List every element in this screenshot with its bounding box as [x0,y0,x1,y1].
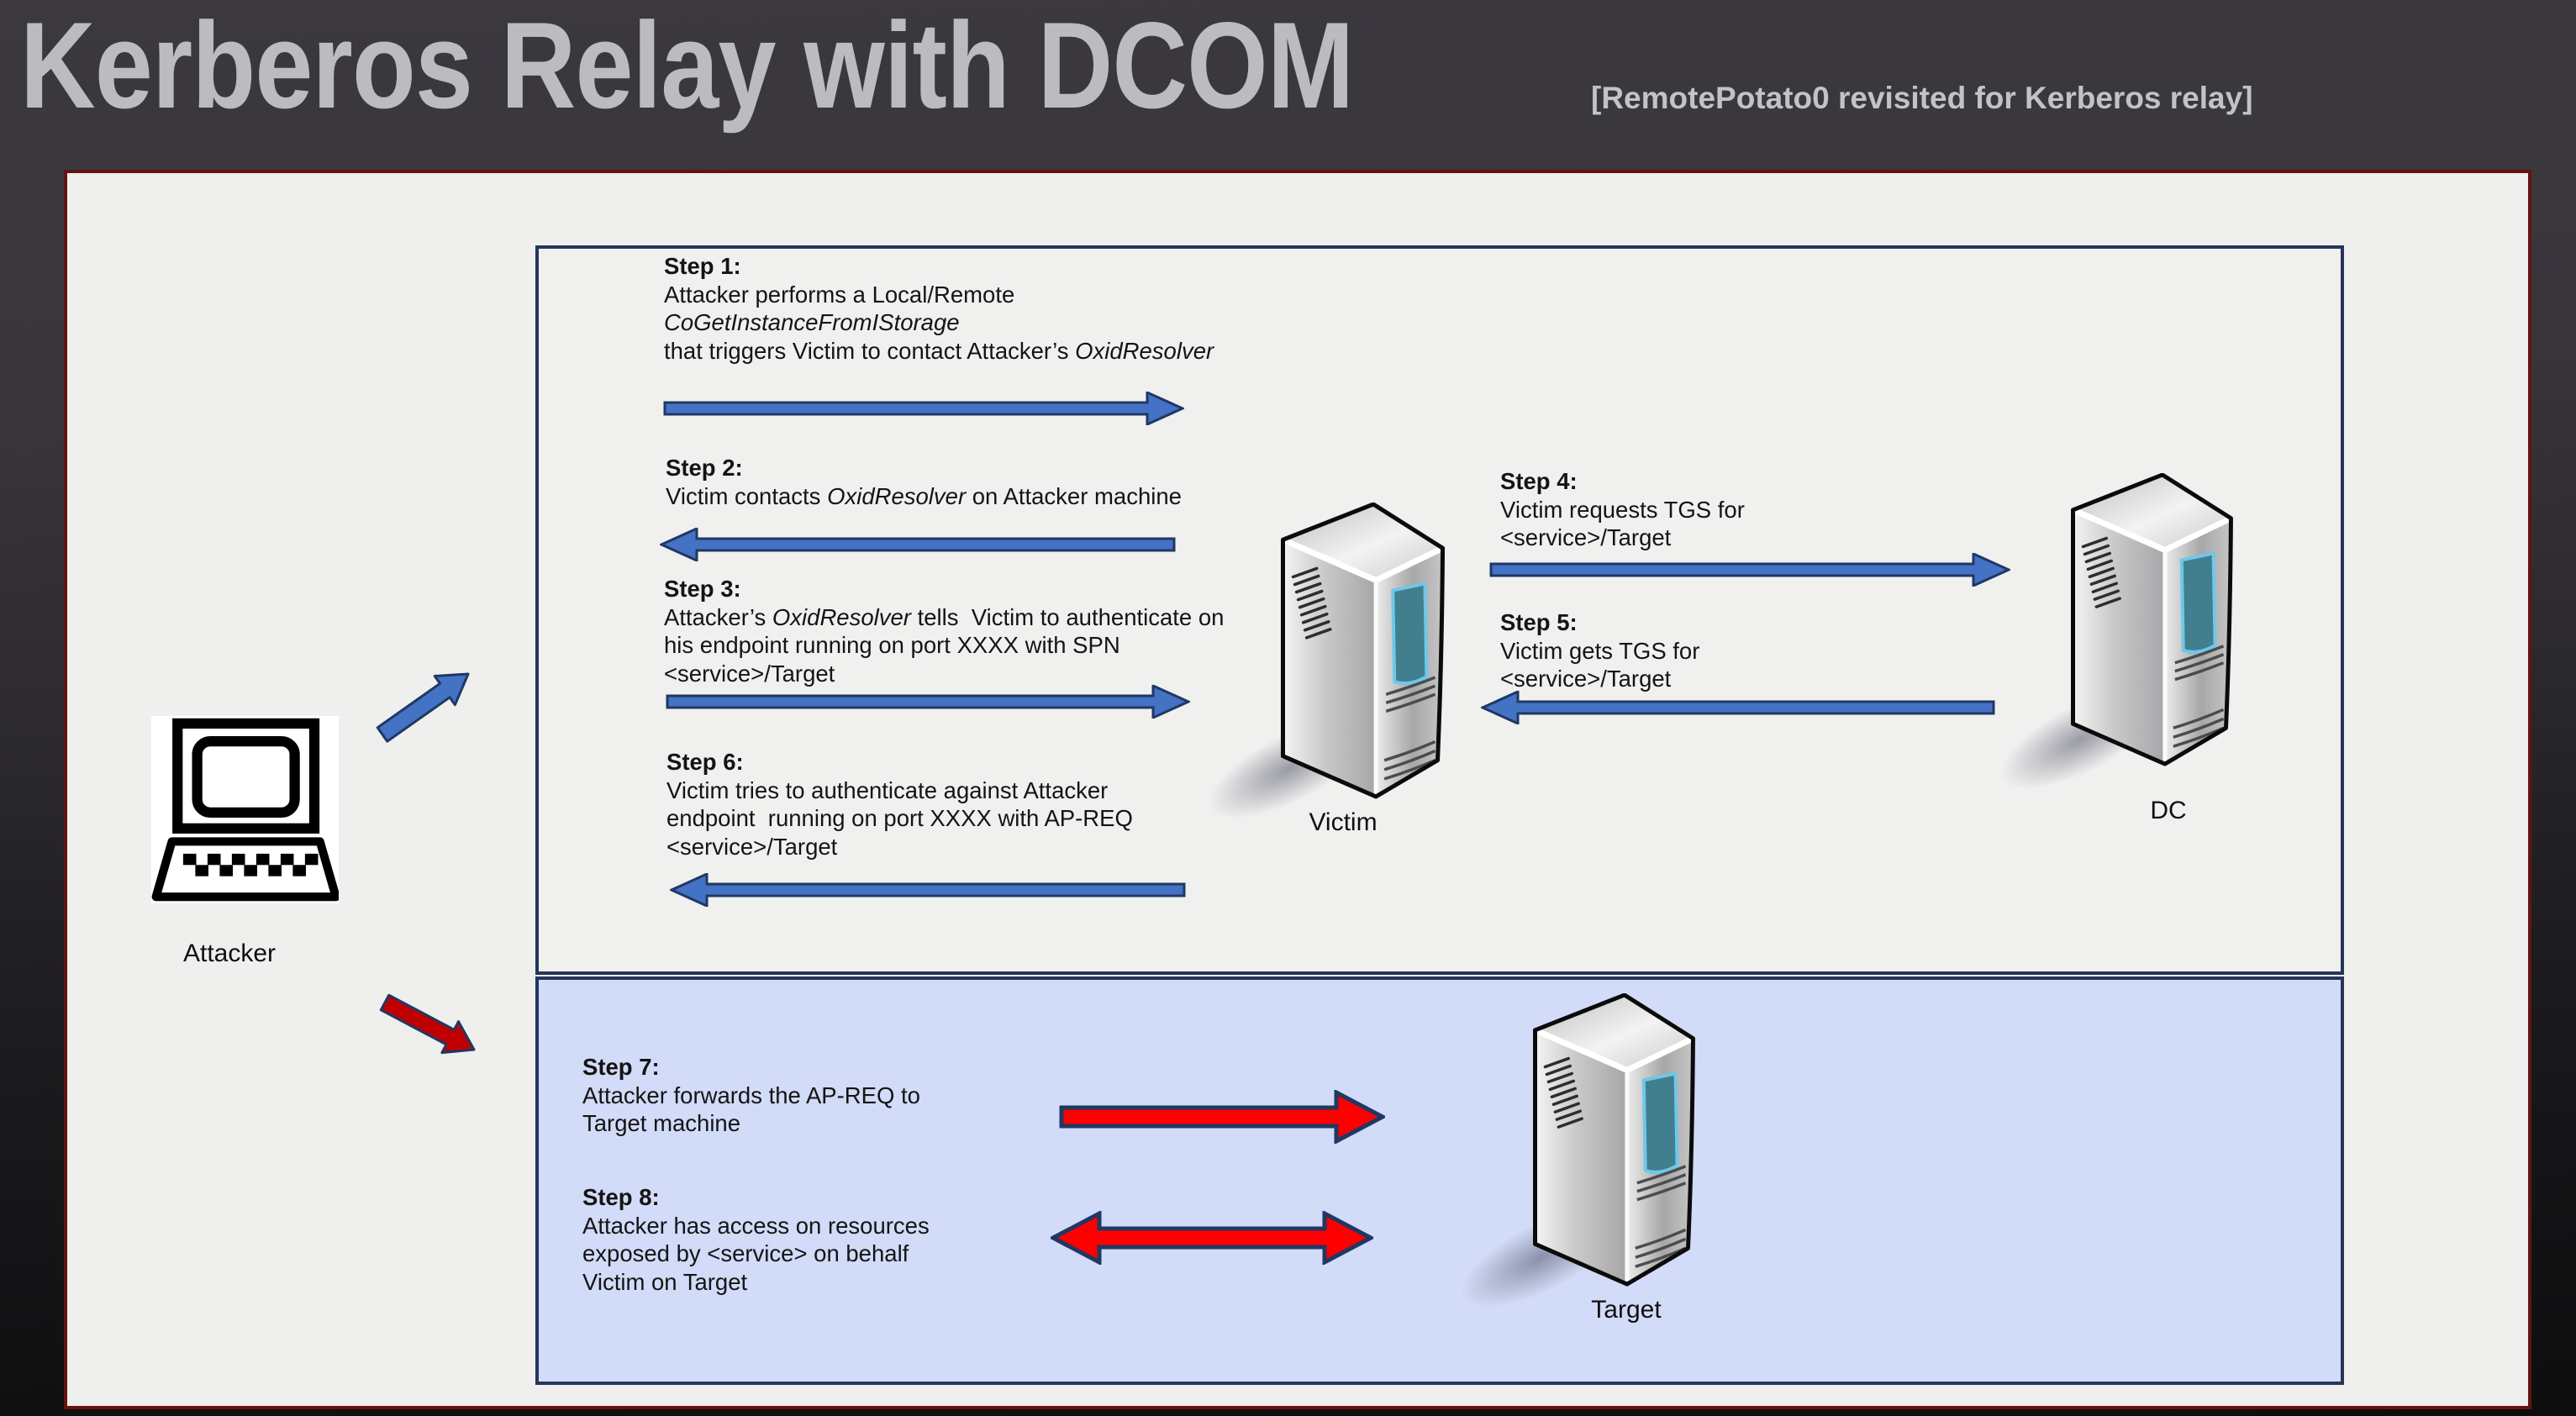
victim-server-icon [1276,503,1446,807]
step-4-text: Step 4: Victim requests TGS for <service… [1500,468,1745,550]
step-4-arrow-right-icon [1489,553,2010,587]
relay-stage-box [535,976,2344,1385]
page-subtitle: [RemotePotato0 revisited for Kerberos re… [1591,81,2253,115]
victim-label: Victim [1309,808,1378,836]
attacker-to-bottombox-arrow-icon [379,994,476,1055]
dc-label: DC [2150,797,2187,824]
page-title: Kerberos Relay with DCOM [20,0,1354,134]
step-7-text: Step 7: Attacker forwards the AP-REQ to … [582,1054,920,1136]
step-3-text: Step 3: Attacker’s OxidResolver tells Vi… [664,576,1225,687]
step-3-arrow-right-icon [666,685,1190,719]
step-2-text: Step 2: Victim contacts OxidResolver on … [666,455,1182,509]
step-8-arrow-double-icon [1051,1211,1373,1265]
target-label: Target [1591,1296,1662,1324]
step-6-arrow-left-icon [670,873,1186,907]
step-6-text: Step 6: Victim tries to authenticate aga… [666,749,1133,860]
step-7-arrow-right-icon [1059,1090,1385,1144]
step-1-arrow-right-icon [663,392,1184,425]
target-server-icon [1528,993,1696,1294]
step-2-arrow-left-icon [660,528,1176,561]
dc-server-icon [2066,473,2234,774]
step-1-text: Step 1: Attacker performs a Local/Remote… [664,253,1214,364]
attacker-to-topbox-arrow-icon [376,672,470,743]
attacker-label: Attacker [182,940,277,967]
step-8-text: Step 8: Attacker has access on resources… [582,1184,930,1295]
step-5-text: Step 5: Victim gets TGS for <service>/Ta… [1500,609,1700,692]
step-5-arrow-left-icon [1481,691,1995,724]
laptop-icon [151,716,339,903]
